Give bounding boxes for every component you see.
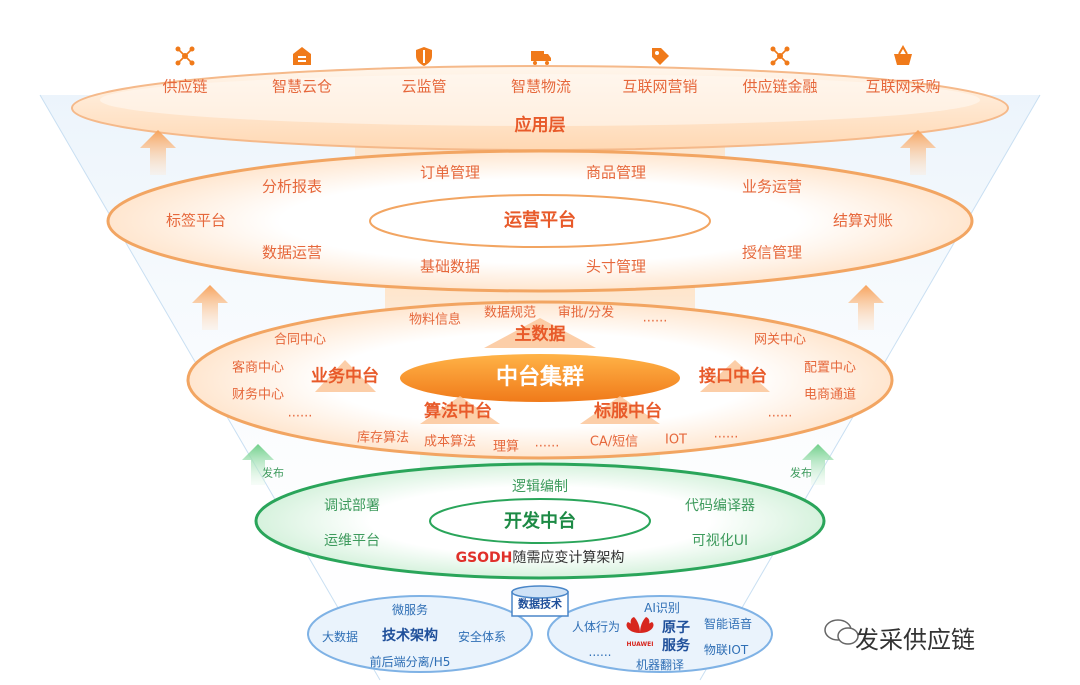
huawei-brand: HUAWEI <box>626 641 654 648</box>
ops-item-base-data: 基础数据 <box>419 257 481 276</box>
app-layer-title: 应用层 <box>514 115 566 136</box>
native-item-behavior: 人体行为 <box>571 620 621 634</box>
mid-item-ecom: 电商通道 <box>803 387 857 403</box>
mid-item-dots-bottom: ...... <box>534 435 560 451</box>
ops-item-analysis-report: 分析报表 <box>261 177 323 196</box>
native-title-line2: 服务 <box>662 638 690 654</box>
mid-item-inventory: 库存算法 <box>356 430 410 446</box>
ops-item-data-ops: 数据运营 <box>261 243 323 262</box>
native-item-voice: 智能语音 <box>703 617 753 631</box>
app-item-cloud-supervision: 云监管 <box>401 77 447 96</box>
app-item-supply-chain: 供应链 <box>162 77 208 96</box>
ops-item-business-ops: 业务运营 <box>741 177 803 196</box>
mid-item-reason: 理算 <box>492 439 520 455</box>
tech-item-bigdata: 大数据 <box>321 630 359 644</box>
tech-item-microservice: 微服务 <box>391 603 429 617</box>
master-data-title: 主数据 <box>514 324 566 345</box>
native-item-ai: AI识别 <box>644 601 680 615</box>
ops-item-product-mgmt: 商品管理 <box>585 163 647 182</box>
up-arrows <box>140 130 936 485</box>
publish-label-right: 发布 <box>790 466 812 480</box>
mid-item-material: 物料信息 <box>408 312 462 328</box>
gsodh-text: 随需应变计算架构 <box>512 550 625 566</box>
mid-item-dots-left: ...... <box>287 405 313 421</box>
ops-item-credit-mgmt: 授信管理 <box>741 243 803 262</box>
native-service-disc <box>547 595 773 673</box>
tag-icon <box>652 48 669 65</box>
network-icon <box>175 46 195 66</box>
middle-cluster-title: 中台集群 <box>495 365 585 390</box>
dev-item-compiler: 代码编译器 <box>685 498 755 514</box>
ops-item-position-mgmt: 头寸管理 <box>585 257 647 276</box>
mid-item-spec: 数据规范 <box>483 305 537 321</box>
basket-icon <box>894 45 912 65</box>
publish-label-left: 发布 <box>262 466 284 480</box>
business-middle-title: 业务中台 <box>311 366 379 387</box>
tech-item-security: 安全体系 <box>457 630 507 644</box>
mid-item-approval: 审批/分发 <box>557 305 615 321</box>
mid-item-contract: 合同中心 <box>273 332 327 348</box>
mid-item-dots-right: ...... <box>767 405 793 421</box>
tech-architecture-title: 技术架构 <box>382 628 438 644</box>
mid-item-gateway: 网关中心 <box>753 332 807 348</box>
middle-core-disc <box>400 354 680 402</box>
dev-item-visual-ui: 可视化UI <box>691 533 749 549</box>
dev-item-debug-deploy: 调试部署 <box>324 498 380 514</box>
label-service-middle-title: 标服中台 <box>594 401 662 422</box>
mid-item-config: 配置中心 <box>803 360 857 376</box>
interface-middle-title: 接口中台 <box>699 366 767 387</box>
algorithm-middle-title: 算法中台 <box>424 401 492 422</box>
mid-item-iot: IOT <box>664 432 688 448</box>
app-item-smart-warehouse: 智慧云仓 <box>271 77 333 96</box>
gsodh-brand: GSODH <box>455 550 513 566</box>
watermark-text: 发采供应链 <box>855 626 975 654</box>
mid-item-ca: CA/短信 <box>589 434 639 450</box>
dev-item-logic: 逻辑编制 <box>512 479 568 495</box>
mid-item-cost: 成本算法 <box>423 434 477 450</box>
shield-icon <box>416 47 432 66</box>
mid-item-merchant: 客商中心 <box>231 360 285 376</box>
mid-item-dots-br: ...... <box>713 426 739 442</box>
mid-item-dots-top: ...... <box>642 310 668 326</box>
dev-platform-footer: GSODH随需应变计算架构 <box>456 551 625 565</box>
warehouse-icon <box>293 47 311 65</box>
app-item-internet-procurement: 互联网采购 <box>865 77 941 96</box>
native-item-iot: 物联IOT <box>703 643 749 657</box>
app-item-smart-logistics: 智慧物流 <box>510 77 572 96</box>
dev-platform-core <box>429 498 651 544</box>
ops-item-tag-platform: 标签平台 <box>165 211 227 230</box>
huawei-logo-icon <box>626 617 654 633</box>
native-title-line1: 原子 <box>662 620 690 636</box>
mid-item-finance: 财务中心 <box>231 387 285 403</box>
truck-icon <box>531 51 551 65</box>
native-item-translate: 机器翻译 <box>635 658 685 672</box>
wechat-icon <box>824 619 859 645</box>
native-item-dots: ...... <box>588 645 612 659</box>
network-icon <box>770 46 790 66</box>
ops-platform-core <box>369 194 711 248</box>
data-tech-label: 数据技术 <box>518 597 562 611</box>
dev-platform-title: 开发中台 <box>504 511 576 532</box>
app-item-supply-finance: 供应链金融 <box>742 77 818 96</box>
ops-item-settlement: 结算对账 <box>832 211 894 230</box>
app-item-internet-marketing: 互联网营销 <box>622 77 698 96</box>
ops-item-order-mgmt: 订单管理 <box>419 163 481 182</box>
ops-platform-title: 运营平台 <box>504 210 576 231</box>
tech-architecture-disc <box>307 595 533 673</box>
tech-item-frontend: 前后端分离/H5 <box>369 655 451 669</box>
dev-item-ops-platform: 运维平台 <box>324 533 380 549</box>
